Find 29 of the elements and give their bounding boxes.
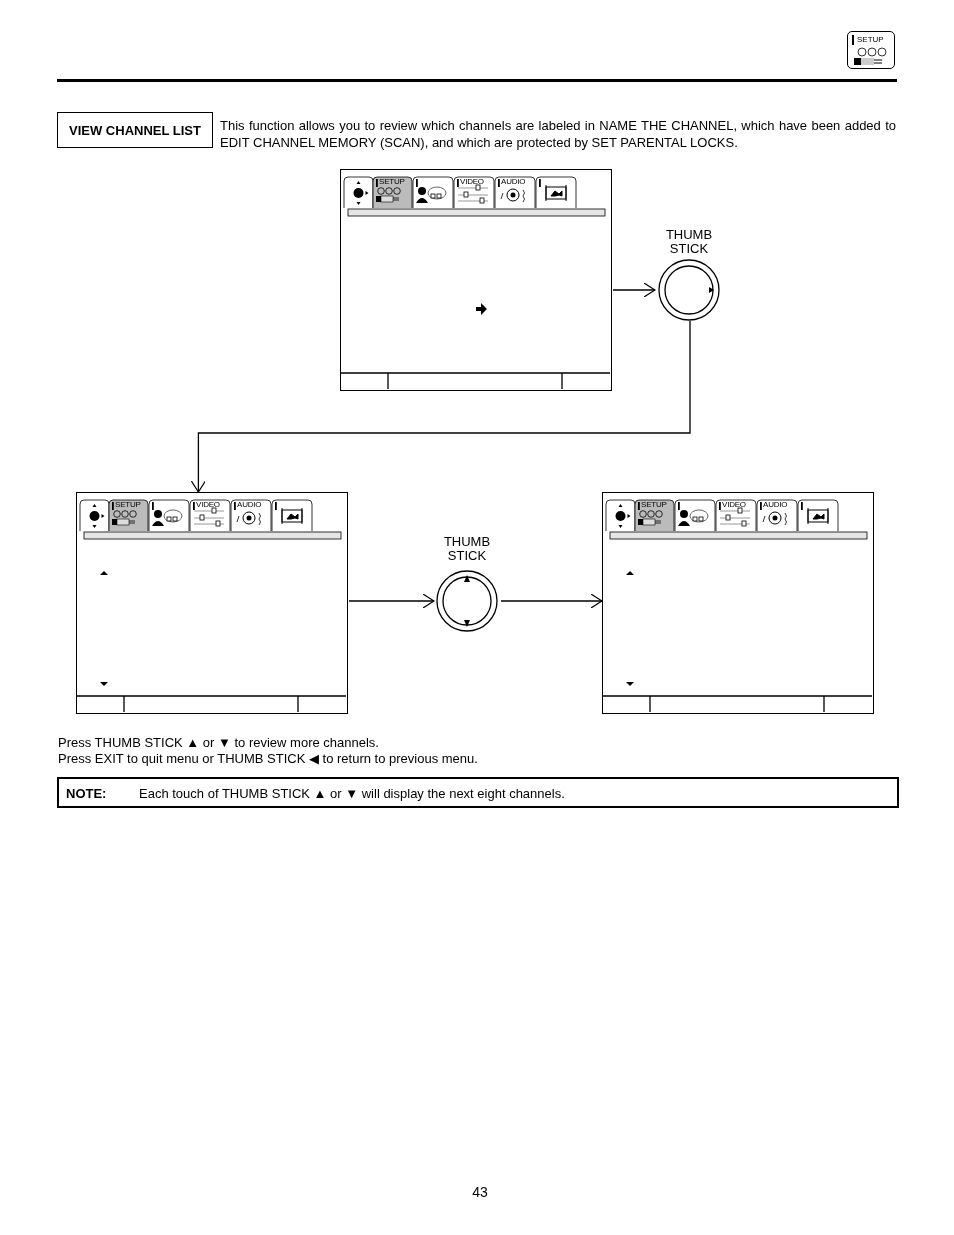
menu-screen xyxy=(602,492,874,714)
tab-label: VIDEO xyxy=(460,178,484,186)
instruction-text: Press THUMB STICK ▲ or ▼ to review more channels. xyxy=(58,734,380,751)
tab-label: AUDIO xyxy=(237,501,262,509)
note-label: NOTE: xyxy=(66,786,107,801)
thumb-stick-label: THUMB STICK xyxy=(664,228,714,256)
tab-label: SETUP xyxy=(115,501,141,509)
thumb-stick xyxy=(434,535,500,632)
arrow xyxy=(348,593,435,609)
tab-label: SETUP xyxy=(379,178,405,186)
tab-label: AUDIO xyxy=(763,501,788,509)
setup-tab-icon: SETUP xyxy=(847,31,895,69)
tab-label: SETUP xyxy=(641,501,667,509)
thumb-stick-label: THUMB STICK xyxy=(442,535,492,563)
instruction-text: Press EXIT to quit menu or THUMB STICK ◀ to return to previous menu. xyxy=(58,750,479,767)
menu-screen xyxy=(76,492,348,714)
thumb-stick xyxy=(655,228,723,321)
arrow xyxy=(500,593,603,609)
arrow xyxy=(190,320,691,493)
title-box: VIEW CHANNEL LIST xyxy=(57,112,213,148)
tab-label: VIDEO xyxy=(722,501,746,509)
tab-label: VIDEO xyxy=(196,501,220,509)
page-number: 43 xyxy=(471,1184,489,1201)
note-box xyxy=(57,777,899,808)
menu-screen xyxy=(340,169,612,391)
note-text: Each touch of THUMB STICK ▲ or ▼ will display the next eight channels. xyxy=(139,786,565,801)
description-text: This function allows you to review which channels are labeled in NAME THE CHANNEL, which have been added to EDIT CHANNEL MEMORY (SCAN), and which are protected by SET PARENTAL LOCKS. xyxy=(220,117,896,151)
arrow xyxy=(612,282,656,298)
tab-label: AUDIO xyxy=(501,178,526,186)
